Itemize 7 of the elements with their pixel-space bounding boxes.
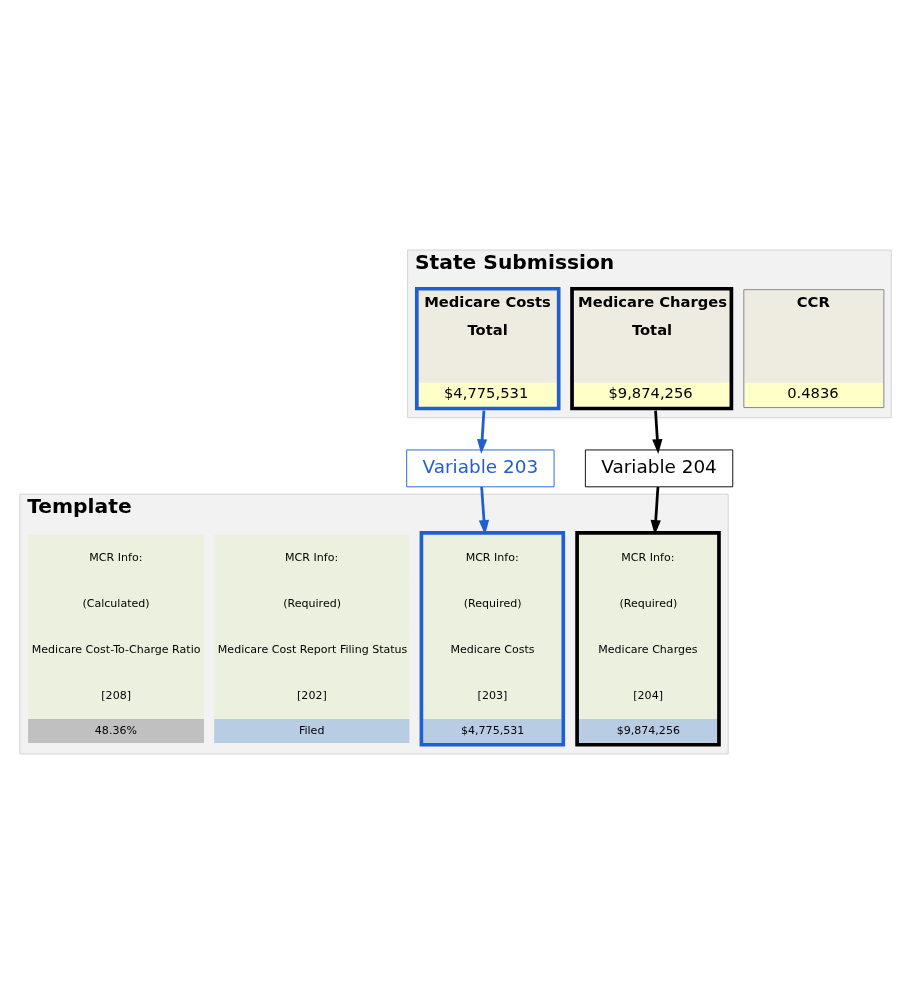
- arrow: [478, 486, 490, 535]
- arrow: [652, 410, 663, 454]
- arrow: [476, 410, 488, 454]
- node-box: Variable 204: [584, 449, 734, 487]
- node-box: MCR Info: (Required) Medicare Costs [203] $4,775,531: [419, 530, 566, 747]
- node-box: Variable 203: [406, 449, 555, 487]
- arrow: [650, 486, 661, 535]
